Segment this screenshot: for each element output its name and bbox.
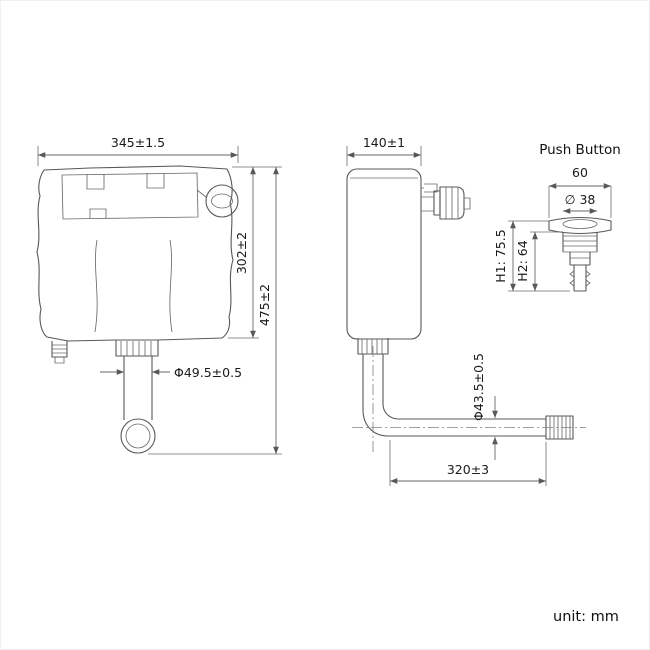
front-rib-right [169, 239, 173, 333]
front-fill-valve-stub [51, 341, 68, 364]
push-button-h1-label: H1: 75.5 [493, 229, 508, 282]
front-access-recess [61, 172, 199, 220]
cistern-side-view: 140±1 Φ43.5±0.5 320±3 [346, 135, 586, 486]
front-outlet-dia-label: Φ49.5±0.5 [174, 365, 242, 380]
push-button-dia-label: ∅ 38 [565, 192, 596, 207]
push-button-width-label: 60 [572, 165, 588, 180]
front-rib-left [94, 239, 98, 333]
front-recess-clip-right [146, 173, 165, 189]
side-depth-dim-label: 140±1 [363, 135, 405, 150]
push-button-h2-label: H2: 64 [515, 240, 530, 281]
front-recess-tab-bottom [89, 208, 107, 218]
push-button-detail: Push Button 60 ∅ 38 H1: 75.5 H2: 64 [493, 142, 621, 292]
front-inlet-leader-line [196, 189, 207, 198]
side-pipe-length-dim-label: 320±3 [447, 462, 489, 477]
front-body-height-dim-label: 302±2 [234, 232, 249, 274]
front-inlet-grommet-inner [211, 193, 233, 209]
push-button-title: Push Button [539, 142, 621, 158]
front-inlet-grommet-outer [205, 184, 239, 218]
side-outlet-elbow-pipe [357, 338, 574, 440]
front-recess-clip-left [86, 174, 105, 190]
front-width-dim-label: 345±1.5 [111, 135, 165, 150]
front-tank-outline [36, 165, 234, 342]
cistern-front-view: 345±1.5 302±2 475±2 Φ49.5±0.5 [36, 135, 282, 455]
unit-label: unit: mm [553, 609, 619, 625]
side-tank-outline [346, 168, 422, 340]
side-pipe-dia-label: Φ43.5±0.5 [471, 353, 486, 421]
front-total-height-dim-label: 475±2 [257, 284, 272, 326]
unit-note: unit: mm [553, 609, 619, 625]
push-button-width-ext-lines [548, 186, 612, 218]
side-button-assembly [421, 183, 471, 220]
front-flush-outlet [115, 340, 159, 454]
push-button-drawing [548, 216, 612, 292]
